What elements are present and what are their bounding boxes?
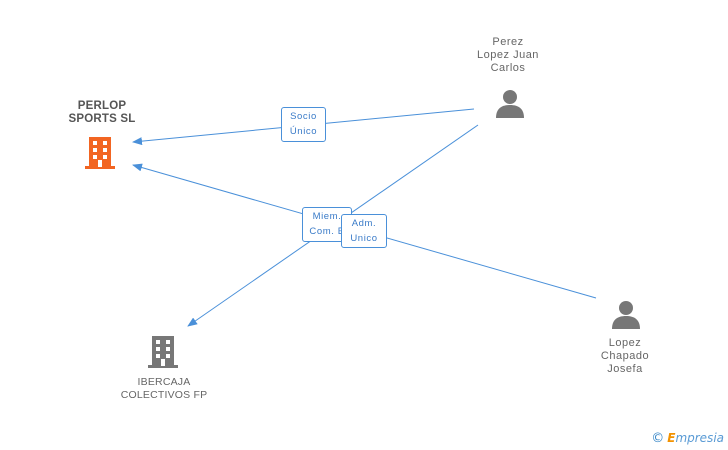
edge-label-line2: Único <box>289 126 318 137</box>
person-lopez-name-line2: Chapado <box>600 350 650 362</box>
company-perlop-name[interactable]: PERLOP SPORTS SL <box>44 100 160 126</box>
person-perez-name-line2: Lopez Juan <box>477 49 539 61</box>
edge-label-line1: Miem. <box>312 211 342 222</box>
person-perez-name[interactable]: Perez Lopez Juan Carlos <box>458 36 558 75</box>
building-icon[interactable] <box>84 136 116 170</box>
company-perlop-name-line2: SPORTS SL <box>68 113 136 125</box>
company-perlop-name-line1: PERLOP <box>77 100 127 112</box>
person-icon[interactable] <box>495 89 525 119</box>
person-icon[interactable] <box>611 300 641 330</box>
person-lopez-name[interactable]: Lopez Chapado Josefa <box>575 337 675 376</box>
empresia-watermark: ©Empresia <box>651 431 724 446</box>
person-perez-name-line3: Carlos <box>490 62 526 74</box>
person-lopez-name-line1: Lopez <box>608 337 642 349</box>
edge-label-adm-unico[interactable]: Adm. Unico <box>341 214 387 248</box>
company-ibercaja-name-line1: IBERCAJA <box>137 376 191 388</box>
edge-label-line2: Com. E <box>309 226 345 237</box>
edge-label-line1: Socio <box>290 111 317 122</box>
building-icon[interactable] <box>147 335 179 369</box>
company-ibercaja-name[interactable]: IBERCAJA COLECTIVOS FP <box>104 376 224 402</box>
empresia-logo-text: mpresia <box>675 431 724 445</box>
edge-label-socio-unico[interactable]: Socio Único <box>281 107 326 142</box>
company-ibercaja-name-line2: COLECTIVOS FP <box>120 389 208 401</box>
person-lopez-name-line3: Josefa <box>607 363 643 375</box>
edge-label-line1: Adm. <box>351 218 377 229</box>
empresia-logo-initial: E <box>667 431 676 445</box>
person-perez-name-line1: Perez <box>492 36 524 48</box>
copyright-symbol: © <box>651 431 665 446</box>
edge-label-line2: Unico <box>350 233 378 244</box>
